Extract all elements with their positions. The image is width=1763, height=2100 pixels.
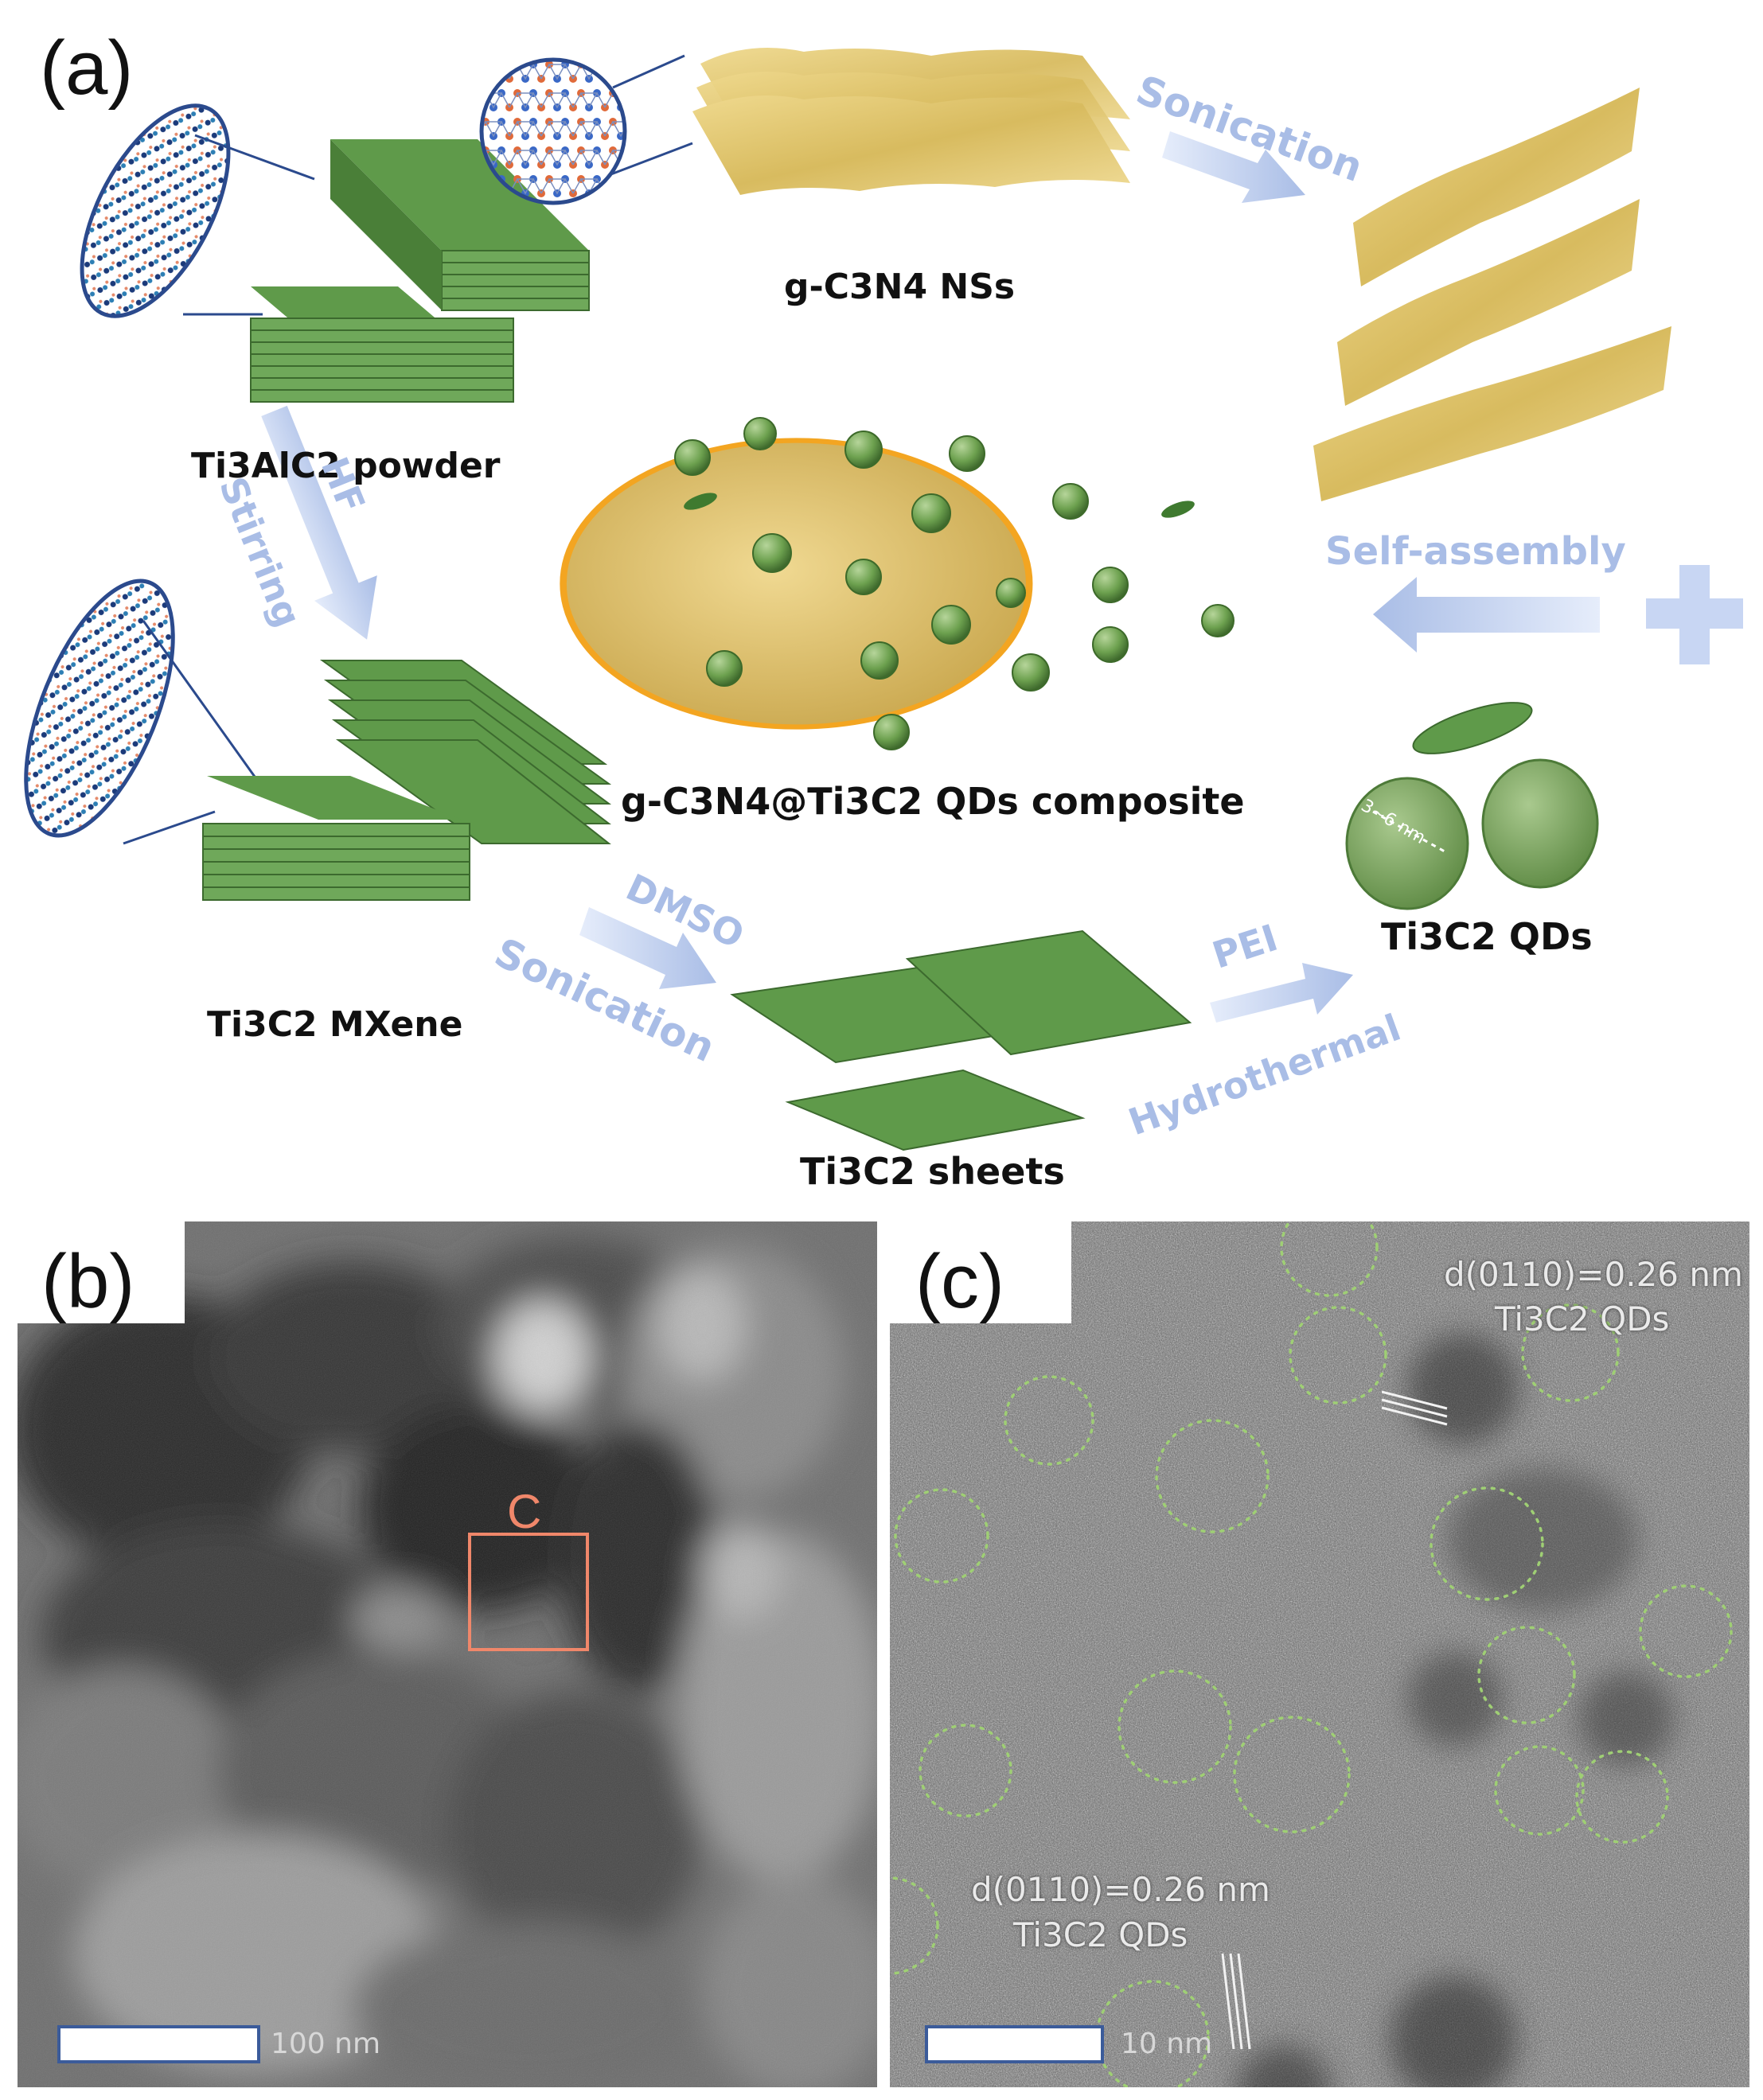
mxene-stack-lower (202, 776, 470, 901)
gc3n4-lattice-zoom (479, 57, 627, 205)
label-composite: g-C3N4@Ti3C2 QDs composite (621, 780, 1245, 823)
panel-b-letter-tab (0, 1221, 185, 1323)
label-ti3c2-sheets: Ti3C2 sheets (800, 1150, 1065, 1193)
panel-c-letter-tab (890, 1221, 1071, 1323)
composite-quantum-dots (674, 417, 1234, 750)
region-c-label: C (507, 1485, 542, 1538)
panel-a-illustration (24, 48, 1743, 1151)
panel-c: (c) d(0110)=0.26 nm Ti3C2 QDs d(0110)=0.… (890, 1221, 1749, 2087)
panel-c-annotation-top-d: d(0110)=0.26 nm (1444, 1255, 1743, 1294)
process-self-assembly: Self-assembly (1325, 529, 1626, 574)
panel-c-hrtem-image (890, 1221, 1749, 2087)
qd-circles (890, 1221, 1733, 2087)
label-gc3n4-nss: g-C3N4 NSs (784, 267, 1016, 307)
ti3alc2-stack-lower (250, 286, 514, 403)
lattice-fringe-markers (1221, 1390, 1448, 2050)
label-ti3c2-mxene: Ti3C2 MXene (207, 1004, 463, 1045)
panel-a-letter: (a) (40, 25, 134, 111)
mxene-stack-upper (319, 660, 612, 844)
panel-b-scale-text: 100 nm (271, 2028, 381, 2060)
exfoliated-gc3n4 (1313, 88, 1671, 501)
ti3alc2-atomic-zoom (80, 103, 231, 318)
panel-c-annotation-top-name: Ti3C2 QDs (1495, 1299, 1670, 1338)
label-ti3c2-qds: Ti3C2 QDs (1381, 915, 1593, 958)
composite-ellipse (560, 438, 1033, 730)
gc3n4-sheets (692, 48, 1130, 195)
panel-b: (b) C 100 nm (0, 1221, 877, 2087)
panel-a: (a) Ti3AlC2 powder g-C3N4 NSs Ti3C2 MXen… (24, 25, 1743, 1193)
hf-stirring-arrow (261, 405, 377, 640)
panel-c-annotation-bottom-d: d(0110)=0.26 nm (971, 1870, 1270, 1909)
plus-icon (1646, 565, 1743, 664)
panel-b-letter: (b) (41, 1239, 135, 1324)
panel-c-scale-bar (925, 2025, 1104, 2063)
panel-b-tem-image (18, 1221, 877, 2087)
ti3c2-qds-illustration (1345, 702, 1599, 910)
self-assembly-arrow (1373, 577, 1600, 653)
ti3c2-sheets (730, 929, 1192, 1151)
label-ti3alc2-powder: Ti3AlC2 powder (191, 446, 501, 486)
panel-c-scale-text: 10 nm (1121, 2028, 1213, 2060)
panel-c-letter: (c) (915, 1239, 1004, 1324)
dmso-sonication-arrow (579, 907, 716, 989)
pei-hydrothermal-arrow (1210, 963, 1353, 1023)
ti3alc2-stack-upper (330, 139, 590, 311)
panel-b-scale-bar (57, 2025, 260, 2063)
mxene-atomic-zoom (24, 579, 175, 838)
panel-c-annotation-bottom-name: Ti3C2 QDs (1013, 1915, 1188, 1954)
region-c-box (468, 1533, 589, 1651)
sonication-arrow-top (1162, 131, 1305, 203)
